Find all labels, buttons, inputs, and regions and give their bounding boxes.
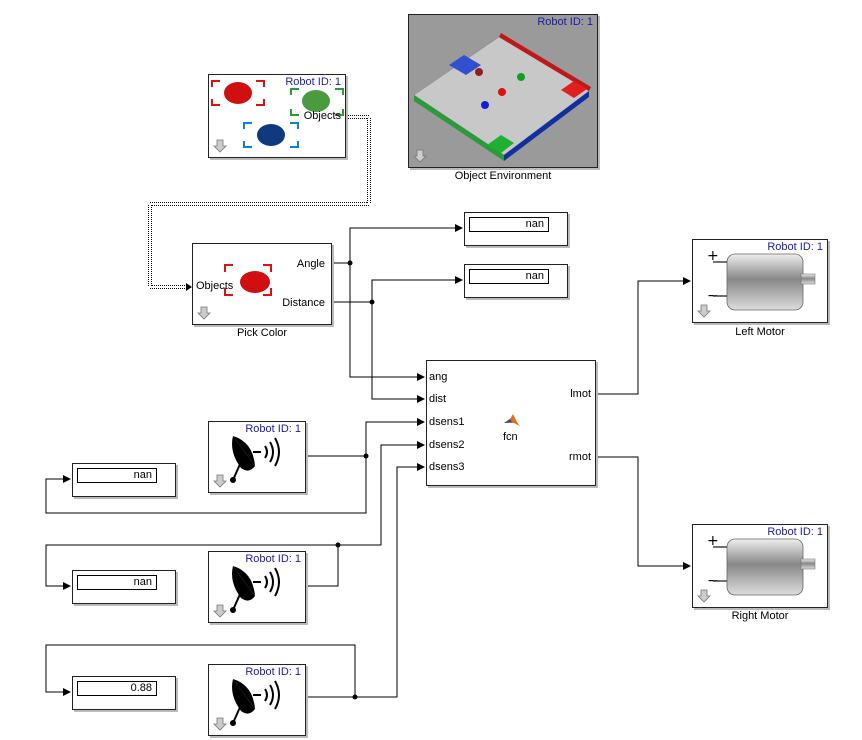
distance-sensor-3[interactable]: Robot ID: 1 — [208, 664, 306, 736]
display-value: 0.88 — [77, 681, 157, 696]
fcn-input-dsens2: dsens2 — [429, 439, 465, 451]
fcn-block[interactable]: ang dist dsens1 dsens2 dsens3 lmot rmot … — [426, 360, 596, 486]
fcn-input-dist: dist — [429, 393, 447, 405]
svg-text:+: + — [707, 248, 719, 264]
display-sensor1[interactable]: nan — [72, 463, 176, 497]
right-motor-caption: Right Motor — [731, 610, 789, 622]
down-arrow-icon — [213, 474, 227, 488]
fcn-input-ang: ang — [429, 371, 448, 383]
angle-line-display — [332, 224, 463, 264]
svg-text:−: − — [707, 288, 719, 304]
angle-line-fcn — [349, 263, 425, 381]
down-arrow-icon — [197, 306, 211, 320]
pick-color-icon — [224, 264, 272, 296]
distance-port: Distance — [282, 297, 325, 309]
rmot-line — [596, 456, 691, 570]
angle-port: Angle — [296, 258, 325, 270]
left-motor-block[interactable]: Robot ID: 1 + − — [692, 239, 828, 323]
display-value: nan — [469, 217, 549, 232]
fcn-label: fcn — [503, 431, 518, 443]
fcn-input-dsens1: dsens1 — [429, 416, 465, 428]
distance-sensor-2[interactable]: Robot ID: 1 — [208, 551, 306, 623]
motor-icon: + − — [707, 248, 816, 311]
distance-line-display — [371, 276, 463, 302]
robot-id-label: Robot ID: 1 — [245, 553, 301, 565]
sensor-icon — [230, 566, 280, 613]
pick-color-objects-port: Objects — [196, 280, 234, 292]
display-value: nan — [77, 468, 157, 483]
dsens1-display-line — [45, 456, 367, 514]
objects-icon — [211, 80, 344, 148]
robot-id-label: Robot ID: 1 — [537, 16, 593, 28]
motor-icon: + − — [707, 533, 816, 596]
dsens1-line — [306, 418, 425, 457]
distance-line-fcn — [371, 302, 425, 403]
display-angle[interactable]: nan — [464, 212, 568, 246]
robot-id-label: Robot ID: 1 — [285, 76, 341, 88]
fcn-input-dsens3: dsens3 — [429, 461, 465, 473]
down-arrow-icon — [213, 717, 227, 731]
pick-color-caption: Pick Color — [236, 327, 288, 339]
robot-id-label: Robot ID: 1 — [245, 666, 301, 678]
dsens2-display-line — [45, 544, 338, 590]
robot-id-label: Robot ID: 1 — [767, 241, 823, 253]
display-sensor2[interactable]: nan — [72, 570, 176, 604]
display-value: nan — [77, 575, 157, 590]
fcn-output-lmot: lmot — [570, 388, 591, 400]
robot-id-label: Robot ID: 1 — [245, 423, 301, 435]
down-arrow-icon — [697, 304, 711, 318]
matlab-logo-icon — [504, 414, 520, 426]
pick-color-block[interactable]: Objects Angle Distance — [192, 243, 332, 325]
objects-out-port: Objects — [303, 110, 341, 122]
dsens3-display-line — [45, 644, 356, 697]
robot-id-label: Robot ID: 1 — [767, 526, 823, 538]
object-environment-caption: Object Environment — [454, 170, 552, 182]
lmot-line — [596, 277, 691, 395]
sensor-icon — [230, 436, 280, 483]
right-motor-block[interactable]: Robot ID: 1 + − — [692, 524, 828, 608]
dsens2-line — [306, 441, 425, 587]
distance-sensor-1[interactable]: Robot ID: 1 — [208, 421, 306, 493]
objects-source-block[interactable]: Robot ID: 1 Objects — [208, 74, 346, 158]
display-value: nan — [469, 269, 549, 284]
sensor-icon — [230, 679, 280, 726]
down-arrow-icon — [413, 149, 427, 163]
fcn-output-rmot: rmot — [569, 451, 591, 463]
svg-text:+: + — [707, 533, 719, 549]
down-arrow-icon — [697, 589, 711, 603]
object-environment-block[interactable]: Robot ID: 1 — [408, 14, 598, 168]
svg-text:−: − — [707, 573, 719, 589]
down-arrow-icon — [213, 604, 227, 618]
dsens3-line — [306, 463, 425, 698]
left-motor-caption: Left Motor — [735, 326, 785, 338]
display-sensor3[interactable]: 0.88 — [72, 676, 176, 710]
down-arrow-icon — [213, 139, 227, 153]
environment-view — [413, 33, 591, 161]
display-distance[interactable]: nan — [464, 264, 568, 298]
